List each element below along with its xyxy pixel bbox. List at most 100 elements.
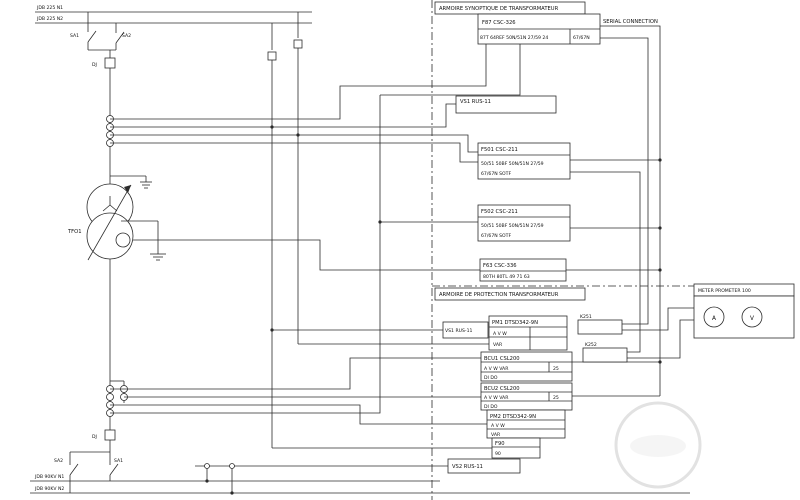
meter-pm1-title: PM1 DTSD342-9N bbox=[492, 320, 538, 326]
relay-f502-row2: 67/67N SOTF bbox=[481, 233, 511, 239]
relay-f90-title: F90 bbox=[495, 441, 505, 447]
wire bbox=[133, 239, 480, 271]
junction-dot bbox=[270, 125, 274, 129]
relay-f90-row1: 90 bbox=[495, 451, 501, 457]
bcu1-cell: 25 bbox=[553, 366, 559, 372]
wire bbox=[110, 103, 456, 128]
wire bbox=[627, 319, 694, 359]
junction-dot bbox=[658, 226, 662, 230]
vt-icon bbox=[204, 463, 210, 469]
relay-f501-row1: 50/51 50BF 50N/51N 27/59 bbox=[481, 161, 544, 167]
label-dj: DJ bbox=[92, 434, 97, 440]
label-sa2: SA2 bbox=[54, 458, 63, 464]
wire bbox=[110, 404, 487, 425]
serial-connection-label: SERIAL CONNECTION bbox=[603, 19, 658, 25]
relay-k251-label: K251 bbox=[580, 314, 592, 320]
label-tfo1: TFO1 bbox=[67, 229, 82, 235]
bus-label-jdb-225-n1: JDB 225 N1 bbox=[36, 5, 63, 11]
relay-vs2-box bbox=[447, 458, 521, 474]
relay-f63-row1: 80TH 80TL 49 71 63 bbox=[483, 274, 530, 280]
top-buses: JDB 225 N1 JDB 225 N2 bbox=[35, 5, 312, 24]
bus-label-jdb-90kv-n1: JDB 90KV N1 bbox=[34, 474, 64, 480]
bcu1-title: BCU1 CSL200 bbox=[484, 356, 520, 362]
wire bbox=[570, 171, 641, 353]
junction-dot bbox=[658, 268, 662, 272]
synoptique-title: ARMOIRE SYNOPTIQUE DE TRANSFORMATEUR bbox=[439, 6, 559, 12]
signal-wiring bbox=[110, 25, 694, 495]
arrester-icon bbox=[267, 51, 277, 61]
meter-pm1-row1: A V W bbox=[493, 331, 507, 337]
relay-f63-title: F63 CSC-336 bbox=[483, 263, 517, 269]
relay-k252-box bbox=[582, 347, 628, 363]
wire bbox=[110, 134, 478, 153]
bcu1-box bbox=[480, 351, 573, 382]
bcu2-row1: A V W VAR bbox=[484, 395, 509, 401]
serial-bus bbox=[600, 25, 661, 396]
meter-pm1-row2: VAR bbox=[493, 342, 503, 348]
tap-changer-arrow-icon bbox=[87, 184, 132, 261]
breaker-dj-icon bbox=[104, 429, 116, 441]
lv-bay: DJ SA2 SA1 bbox=[54, 259, 128, 493]
ammeter-icon bbox=[703, 306, 725, 328]
label-sa2: SA2 bbox=[122, 33, 131, 39]
junction-dot bbox=[205, 479, 209, 483]
watermark-blob bbox=[630, 435, 686, 457]
meter-title: METER PROMETER 100 bbox=[698, 288, 751, 294]
relay-f502-title: F502 CSC-211 bbox=[481, 209, 518, 215]
junction-dot bbox=[378, 220, 382, 224]
watermark-ring bbox=[614, 401, 702, 489]
breaker-dj-icon bbox=[104, 57, 116, 69]
relay-vs2-title: VS2 RUS-11 bbox=[452, 464, 483, 470]
junction-dot bbox=[658, 158, 662, 162]
protection-title-box bbox=[434, 287, 586, 301]
watermark bbox=[614, 401, 702, 489]
bcu2-cell: 25 bbox=[553, 395, 559, 401]
relay-f87-cell: 67/67N bbox=[573, 35, 590, 41]
cabinet-protection: ARMOIRE DE PROTECTION TRANSFORMATEUR VS1… bbox=[434, 287, 628, 474]
cabinet-boundaries bbox=[431, 0, 694, 500]
ammeter-letter: A bbox=[712, 316, 716, 322]
junction-dot bbox=[270, 328, 274, 332]
relay-f87-functions: 87T 64REF 50N/51N 27/59 24 bbox=[480, 35, 548, 41]
bus-label-jdb-90kv-n2: JDB 90KV N2 bbox=[34, 486, 64, 492]
meter-pm2-row1: A V W bbox=[491, 423, 505, 429]
relay-k252-label: K252 bbox=[585, 342, 597, 348]
relay-f502-box bbox=[477, 204, 571, 242]
bcu2-title: BCU2 CSL200 bbox=[484, 386, 520, 392]
wire bbox=[110, 221, 478, 414]
transformer-winding-tertiary bbox=[115, 232, 131, 248]
disconnector-sa2-icon bbox=[115, 31, 125, 44]
voltmeter-icon bbox=[741, 306, 763, 328]
wye-symbol bbox=[102, 204, 111, 212]
label-sa1: SA1 bbox=[114, 458, 123, 464]
bcu1-row1: A V W VAR bbox=[484, 366, 509, 372]
relay-vs1-top-box bbox=[455, 95, 557, 114]
relay-f502-row1: 50/51 50BF 50N/51N 27/59 bbox=[481, 223, 544, 229]
vt-circuits bbox=[267, 12, 303, 448]
bcu2-row2: DI DO bbox=[484, 404, 498, 410]
junction-dot bbox=[230, 491, 234, 495]
wire bbox=[622, 307, 694, 331]
meter-pm2-title: PM2 DTSD342-9N bbox=[490, 414, 536, 420]
wire bbox=[110, 357, 481, 390]
relay-vs1-bottom-box bbox=[442, 321, 489, 339]
label-sa1: SA1 bbox=[70, 33, 79, 39]
transformer-tfo1: TFO1 bbox=[67, 175, 166, 261]
meter-panel: METER PROMETER 100 A V bbox=[693, 283, 795, 339]
relay-f501-row2: 67/67N SOTF bbox=[481, 171, 511, 177]
wye-symbol bbox=[109, 204, 118, 212]
relay-f87-title: F87 CSC-326 bbox=[482, 20, 516, 26]
relay-f501-title: F501 CSC-211 bbox=[481, 147, 518, 153]
wire bbox=[600, 37, 649, 325]
disconnector-sa1-icon bbox=[109, 463, 119, 476]
meter-pm2-row2: VAR bbox=[491, 432, 501, 438]
wire bbox=[110, 44, 487, 120]
wire bbox=[380, 44, 521, 96]
bcu1-row2: DI DO bbox=[484, 375, 498, 381]
relay-vs1-top-title: VS1 RUS-11 bbox=[460, 99, 491, 105]
relay-f90-box bbox=[491, 437, 541, 459]
relay-f501-box bbox=[477, 142, 571, 180]
relay-vs1-bottom-title: VS1 RUS-11 bbox=[445, 328, 472, 334]
bottom-buses: JDB 90KV N1 JDB 90KV N2 bbox=[30, 474, 690, 494]
